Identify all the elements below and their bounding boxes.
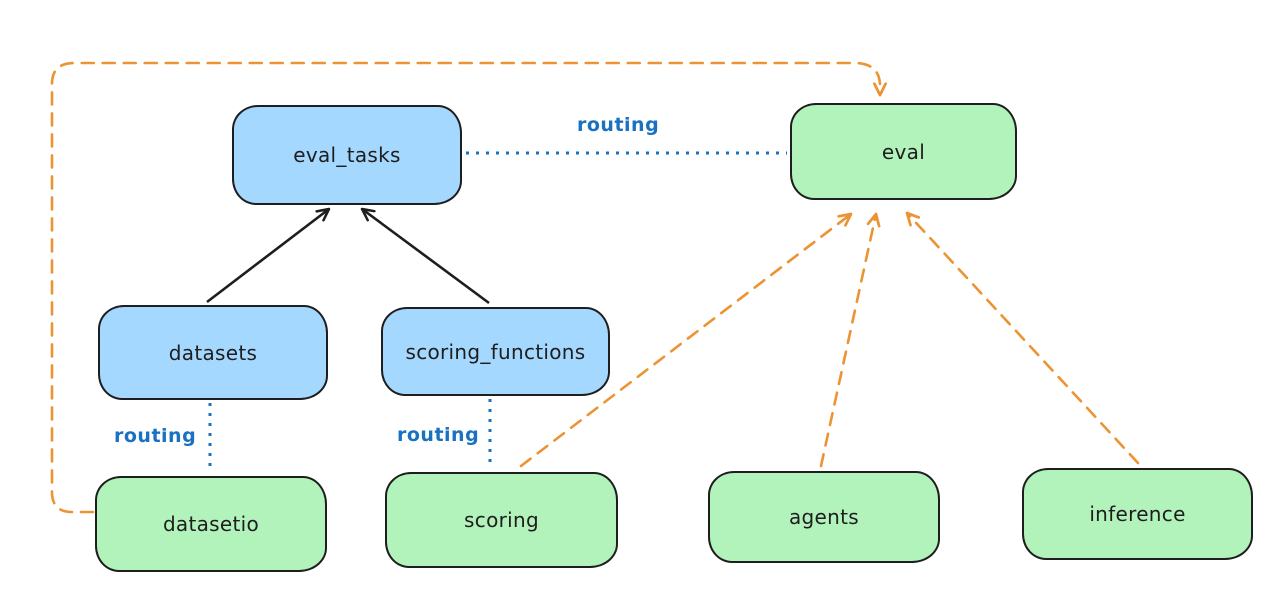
node-datasetio: datasetio (95, 476, 327, 572)
node-agents: agents (708, 471, 940, 563)
node-scoring-label: scoring (464, 508, 539, 532)
edge-label-routing-top: routing (577, 114, 660, 136)
node-eval-tasks: eval_tasks (232, 105, 462, 205)
node-eval-label: eval (881, 139, 926, 164)
node-datasets: datasets (98, 305, 328, 400)
node-inference-label: inference (1089, 502, 1186, 526)
node-scoring-functions: scoring_functions (381, 307, 610, 396)
edge-inference-to-eval (905, 211, 1140, 465)
node-datasets-label: datasets (168, 340, 258, 365)
node-scoring: scoring (385, 472, 618, 568)
edge-scoring-functions-to-eval-tasks (360, 207, 490, 305)
node-eval: eval (790, 103, 1017, 200)
edge-scoring-to-eval (519, 212, 853, 468)
edge-datasets-to-eval-tasks (206, 207, 331, 304)
node-agents-label: agents (789, 505, 859, 529)
node-scoring-functions-label: scoring_functions (405, 339, 586, 364)
node-eval-tasks-label: eval_tasks (293, 143, 401, 167)
node-datasetio-label: datasetio (162, 512, 260, 536)
node-inference: inference (1022, 468, 1253, 560)
edge-label-routing-datasets: routing (114, 425, 197, 447)
edge-label-routing-scoring: routing (397, 424, 480, 446)
edge-agents-to-eval (819, 212, 881, 468)
